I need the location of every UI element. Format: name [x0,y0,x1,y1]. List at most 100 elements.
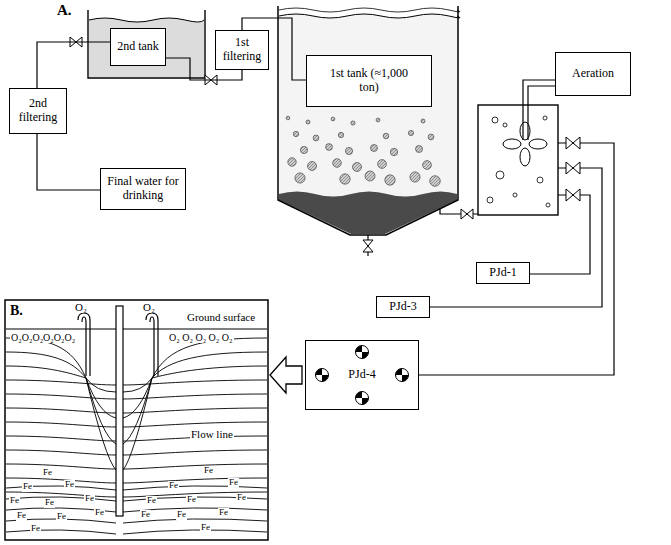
air-bubble [513,193,517,197]
pumping-well [116,306,123,516]
tank-water [89,18,204,77]
element-symbol: Fe [168,481,179,491]
particle [376,118,380,122]
particle [331,117,335,121]
particle [410,172,420,182]
flow-line [6,338,86,378]
particle [378,160,387,169]
element-symbol: Fe [16,511,27,521]
output-box: Final water for drinking [100,168,186,210]
particle [295,173,305,183]
aeration-tank [478,105,558,215]
node-text: PJd-4 [348,368,375,382]
particle [293,131,298,136]
water-surface [89,18,204,22]
pipe-connector [37,134,100,190]
stratum-line [6,519,267,523]
particle [390,148,397,155]
well-symbol [316,369,329,382]
water-surface [279,14,460,18]
particle [423,161,432,170]
element-symbol: Fe [56,512,67,522]
node-text: 2nd filtering [13,97,63,125]
well-box: PJd-4 [305,340,419,410]
flow-line [123,450,267,455]
particle [421,119,425,123]
valve-symbol [363,240,373,252]
air-bubble [537,177,543,183]
air-pipe [528,86,555,140]
particle-group [286,116,440,186]
panel-frame [5,300,268,540]
particle [385,175,395,185]
air-bubble [496,171,504,179]
air-bubble-group [487,116,550,207]
flow-line [6,366,86,378]
flow-line [86,378,116,470]
particle [371,145,378,152]
panel-letter: A. [56,2,73,19]
element-symbol: Fe [94,508,105,518]
air-pipe [523,80,555,140]
tank-wall [88,10,205,78]
aeration-swirl [503,122,547,166]
particle [353,163,362,172]
air-bubble [503,123,507,127]
flow-line [123,478,267,483]
well-symbol [396,369,409,382]
element-symbol: Fe [203,466,214,476]
hollow-arrow [270,357,302,393]
well-box: PJd-1 [476,262,530,284]
particle [351,121,355,125]
element-symbol: Fe [64,480,75,490]
flow-line [152,352,267,378]
flow-line [6,380,116,385]
filter-box: 2nd filtering [9,88,67,134]
particle [313,135,319,141]
particle [306,120,310,124]
particle [300,146,307,153]
particle [288,158,296,166]
panel-letter: B. [9,303,24,318]
stratum-line [6,530,267,534]
gas-row: O₂O₂O₂O₂O₂O₂ [10,332,76,343]
flow-line [6,408,116,413]
element-symbol: Fe [236,493,247,503]
air-bubble [546,203,550,207]
flow-line [152,338,267,378]
gas-row: O₂ O₂ O₂ O₂ O₂ [168,332,234,343]
element-symbol: Fe [176,510,187,520]
ground-surface-line [6,328,267,329]
water-surface [279,8,460,12]
particle [428,134,434,140]
element-symbol: Fe [22,482,33,492]
element-symbol: Fe [42,468,53,478]
flow-line [6,422,116,427]
element-symbol: Fe [228,478,239,488]
well-box: PJd-3 [376,296,430,318]
air-bubble [487,197,493,203]
node-text: 2nd tank [117,40,159,54]
ground-label: Ground surface [186,311,256,323]
element-symbol: Fe [84,494,95,504]
element-symbol: Fe [218,508,229,518]
aeration-box: Aeration [555,52,631,96]
element-symbol: Fe [30,524,41,534]
air-bubble [492,117,498,123]
element-symbol: Fe [9,496,20,506]
flow-line [6,450,116,455]
element-symbol: Fe [44,498,55,508]
flow-line [123,422,267,427]
flow-lines [6,338,267,534]
well-symbol [356,392,369,405]
element-symbol: Fe [140,510,151,520]
flow-line [6,492,116,497]
node-text: PJd-3 [389,300,416,314]
particle [345,147,352,154]
node-text: 1st tank (≈1,000 ton) [328,67,410,95]
element-symbol: Fe [146,496,157,506]
well-pipes [419,143,614,375]
filter-box: 1st filtering [215,30,269,70]
